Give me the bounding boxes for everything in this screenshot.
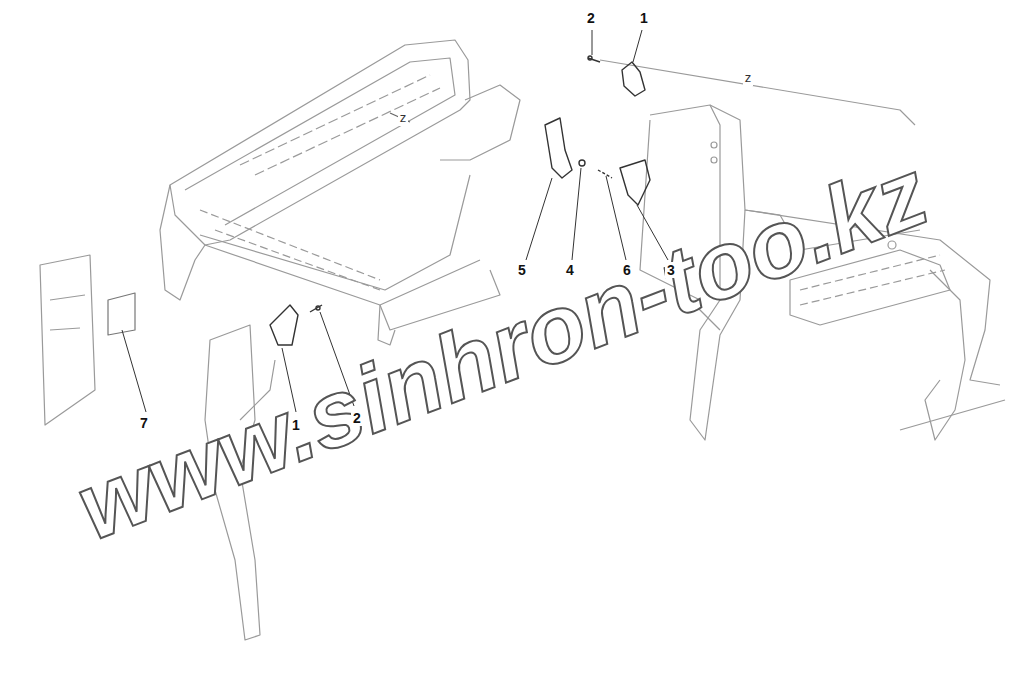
axis-label: z bbox=[743, 70, 754, 86]
callout-number: 2 bbox=[351, 410, 363, 426]
callout-number: 6 bbox=[621, 262, 633, 278]
callout-number: 2 bbox=[585, 10, 597, 26]
callout-number: 4 bbox=[564, 262, 576, 278]
callout-number: 7 bbox=[138, 415, 150, 431]
callout-number: 1 bbox=[290, 417, 302, 433]
callout-number: 3 bbox=[665, 262, 677, 278]
callout-number: 1 bbox=[638, 10, 650, 26]
axis-label: z bbox=[398, 110, 409, 126]
callout-number: 5 bbox=[516, 262, 528, 278]
watermark: www.sinhron-too.kz bbox=[65, 144, 939, 555]
